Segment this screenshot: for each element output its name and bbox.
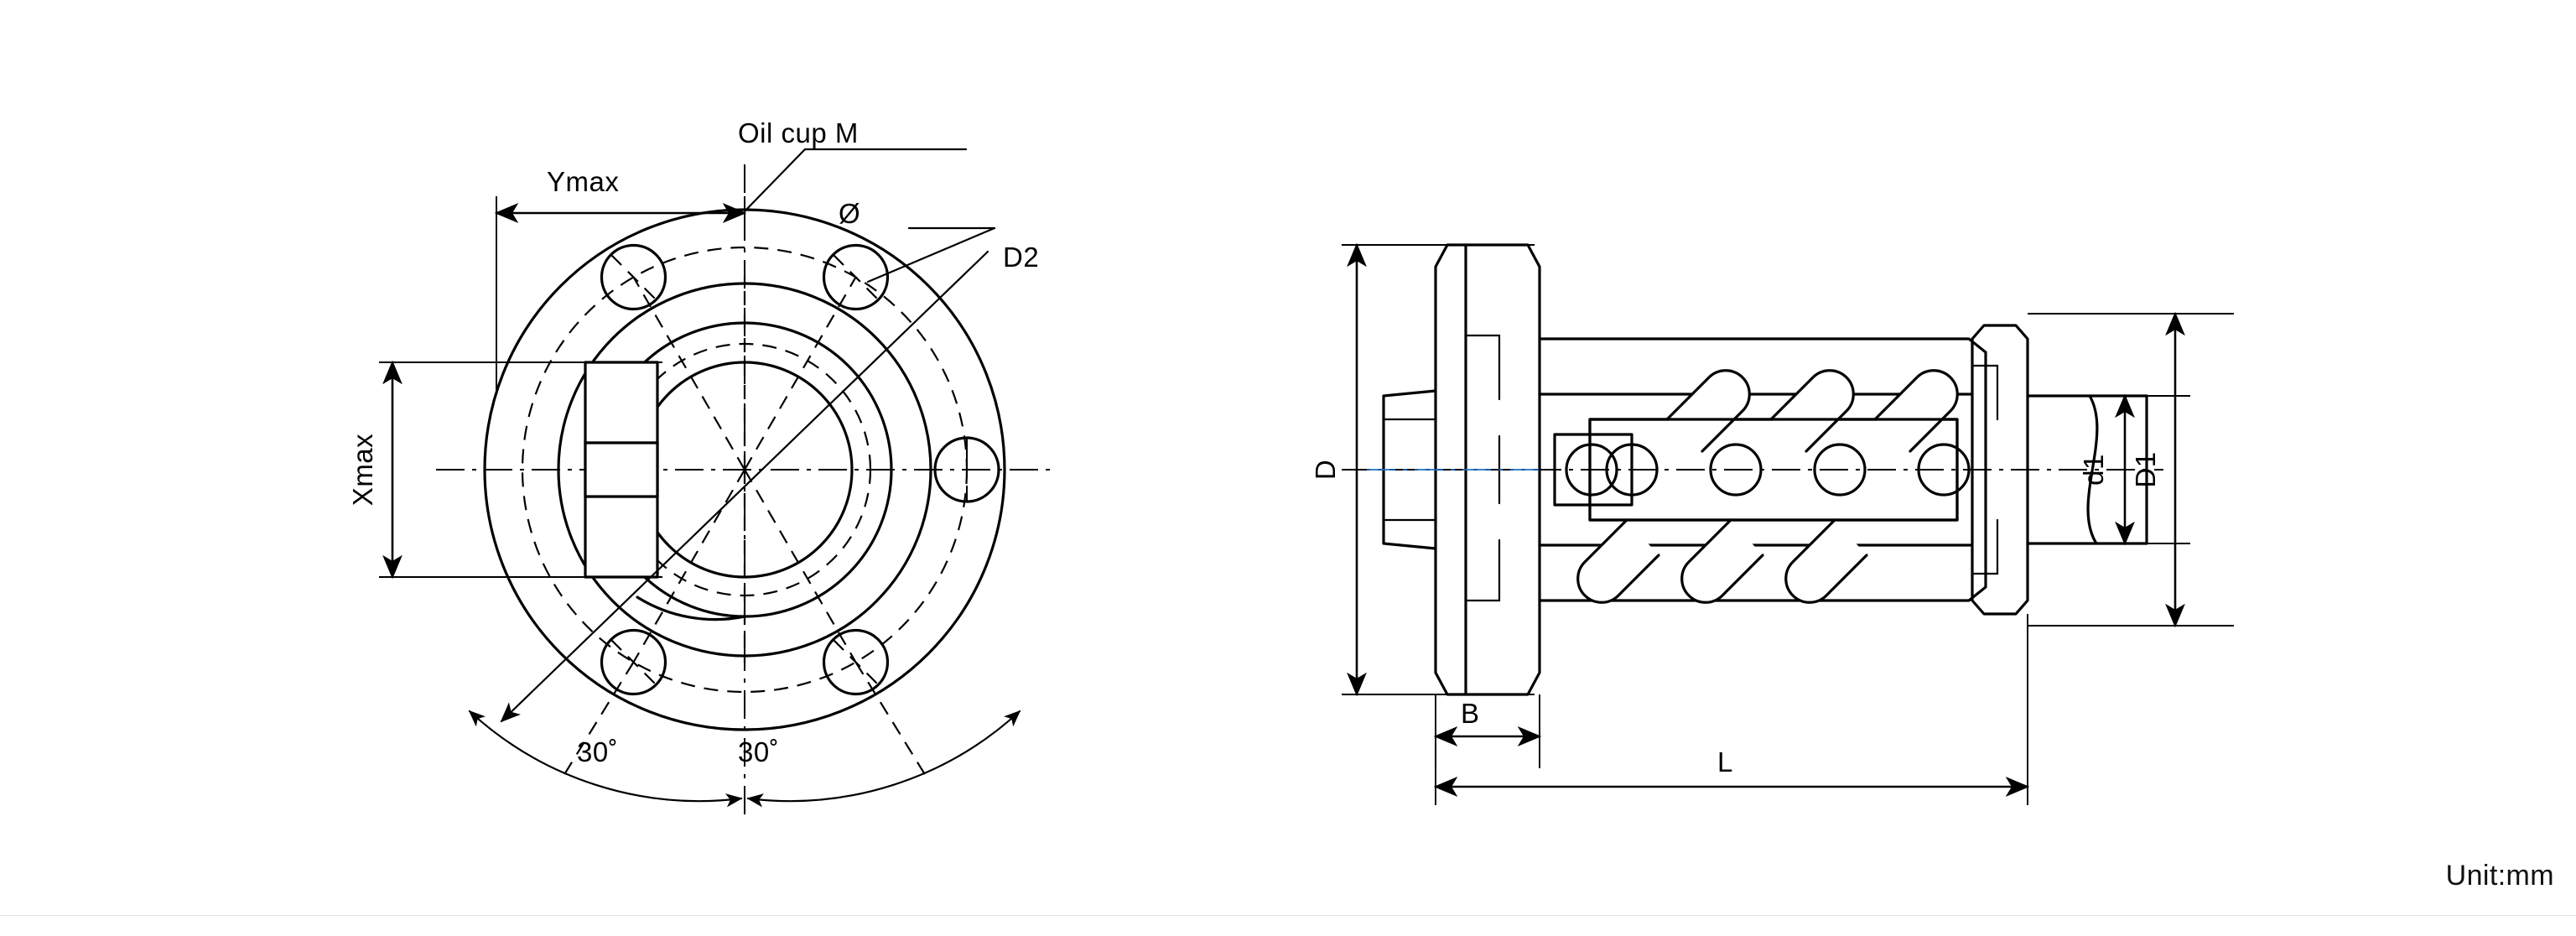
xmax-label: Xmax: [347, 434, 378, 506]
d1-small-label: d1: [2078, 454, 2109, 486]
oil-cup-feature: [584, 361, 659, 579]
oil-cup-leader: [743, 148, 807, 213]
angle-right-label: 30˚: [738, 736, 779, 767]
angle-arc-left: [468, 710, 743, 808]
l-label: L: [1717, 746, 1733, 777]
d1-large-label: D1: [2130, 451, 2161, 487]
return-tube-arc: [636, 595, 746, 621]
flange-bolt-hole-lines: [1464, 334, 1501, 602]
section-view-group: D B L d1 D1: [1310, 242, 2234, 805]
collar-hole-lines: [1971, 364, 1999, 575]
bolt-hole: [600, 628, 667, 696]
unit-note: Unit:mm: [2445, 860, 2554, 892]
footer-divider: [0, 915, 2576, 916]
shaft-break-curve: [2086, 394, 2099, 545]
thread-helix-group: [1665, 369, 1959, 453]
oil-cup-label: Oil cup M: [738, 117, 859, 148]
angle-ext-right: [854, 661, 927, 777]
bolt-hole: [822, 243, 890, 311]
d-label: D: [1310, 460, 1341, 480]
b-label: B: [1461, 698, 1480, 729]
diameter-label: Ø: [839, 198, 860, 229]
thread-helix-group-lower: [1576, 518, 1868, 604]
bolt-hole: [822, 628, 890, 696]
d2-label: D2: [1003, 242, 1039, 273]
bolt-hole: [600, 243, 667, 311]
front-view-group: D2 Ø Oil cup M Ymax Xmax 30˚: [347, 117, 1055, 818]
d2-dimension-line: [500, 250, 989, 723]
angle-left-label: 30˚: [577, 736, 618, 767]
ymax-label: Ymax: [547, 166, 619, 197]
angle-arc-right: [746, 710, 1021, 808]
ball: [1813, 443, 1867, 497]
end-collar-outline: [1971, 324, 2029, 616]
diameter-leader: [866, 226, 996, 283]
